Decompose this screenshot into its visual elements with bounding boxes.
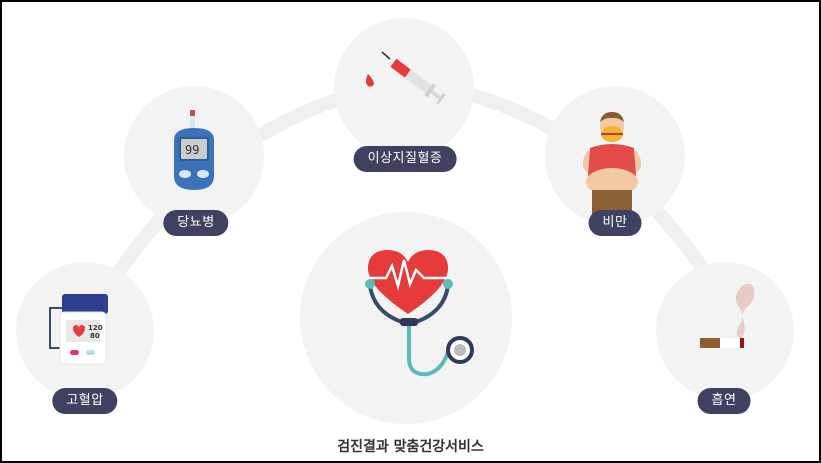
- heart-stethoscope-icon: [365, 250, 474, 377]
- page-title: 검진결과 맞춤건강서비스: [337, 439, 484, 455]
- obesity-label: 비만: [588, 210, 642, 236]
- smoking-label: 흡연: [697, 388, 751, 414]
- diabetes-label: 당뇨병: [163, 210, 229, 236]
- hypertension-label: 고혈압: [52, 388, 118, 414]
- svg-text:99: 99: [185, 143, 199, 157]
- svg-text:120: 120: [88, 324, 103, 332]
- obese-person-icon: [582, 112, 642, 214]
- svg-text:80: 80: [90, 332, 100, 340]
- glucose-meter-icon: 99: [174, 110, 214, 190]
- cigarette-icon: [700, 283, 755, 348]
- dyslipidemia-circle: [334, 18, 474, 158]
- smoking-circle: [656, 262, 794, 400]
- syringe-icon: [366, 51, 446, 105]
- blood-pressure-monitor-icon: 120 80: [49, 294, 108, 365]
- dyslipidemia-label: 이상지질혈증: [353, 146, 457, 172]
